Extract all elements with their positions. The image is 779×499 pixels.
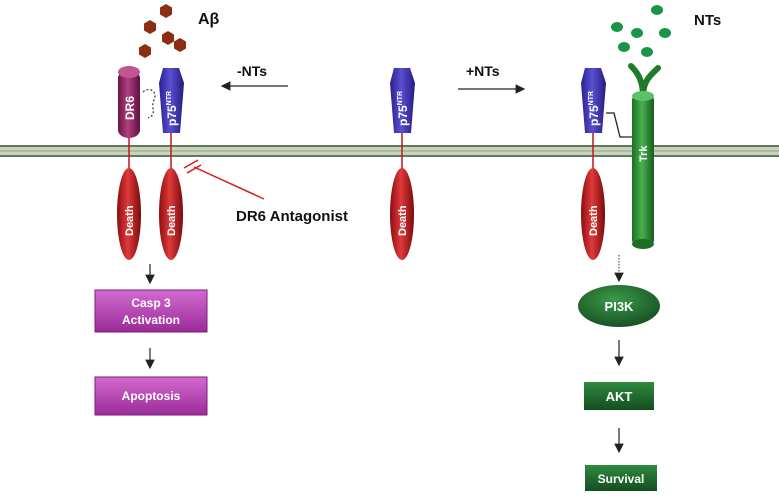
casp3-label-line1: Casp 3 [131, 296, 171, 310]
survival-label: Survival [598, 472, 645, 486]
survival-box: Survival [585, 465, 657, 491]
nt-dot [659, 28, 671, 38]
p75-receptor-right: p75NTR [581, 68, 606, 172]
minus-nts-label: -NTs [237, 63, 267, 79]
p75-receptor-left: p75NTR [159, 68, 184, 172]
death-domain-p75-left: Death [159, 168, 183, 260]
death-domain-dr6: Death [117, 168, 141, 260]
death-label: Death [588, 205, 600, 236]
svg-text:p75NTR: p75NTR [165, 91, 179, 126]
p75-receptor-middle: p75NTR [390, 68, 415, 172]
pi3k-node: PI3K [578, 285, 660, 327]
death-label: Death [166, 205, 178, 236]
abeta-hexagon [144, 20, 156, 34]
p75-sup-label: NTR [397, 91, 404, 105]
abeta-label: Aβ [198, 11, 220, 28]
p75-label: p75 [165, 105, 179, 126]
pi3k-label: PI3K [605, 299, 635, 314]
nt-dot [618, 42, 630, 52]
p75-label: p75 [587, 105, 601, 126]
nt-dot [651, 5, 663, 15]
dr6-label: DR6 [123, 96, 137, 120]
abeta-hexagon [160, 4, 172, 18]
akt-label: AKT [606, 389, 633, 404]
nt-dot [631, 28, 643, 38]
death-label: Death [397, 205, 409, 236]
apoptosis-label: Apoptosis [122, 389, 181, 403]
abeta-hexagon [162, 31, 174, 45]
death-domain-p75-right: Death [581, 168, 605, 260]
nt-ligands [611, 5, 671, 57]
p75-sup-label: NTR [588, 91, 595, 105]
dr6-antagonist-label: DR6 Antagonist [236, 208, 348, 225]
p75-trk-connector [606, 112, 632, 138]
p75-label: p75 [396, 105, 410, 126]
dr6-antagonist [183, 159, 265, 200]
trk-receptor: Trk [628, 63, 661, 249]
svg-text:p75NTR: p75NTR [587, 91, 601, 126]
nt-dot [611, 22, 623, 32]
plus-nts-label: +NTs [466, 63, 500, 79]
abeta-hexagon [139, 44, 151, 58]
trk-label: Trk [638, 145, 650, 162]
cell-membrane [0, 145, 779, 157]
abeta-ligands [139, 4, 186, 58]
death-label: Death [124, 205, 136, 236]
dr6-p75-interaction [142, 88, 156, 119]
akt-box: AKT [584, 382, 654, 410]
casp3-activation-box: Casp 3 Activation [94, 289, 208, 333]
nt-dot [641, 47, 653, 57]
p75-sup-label: NTR [166, 91, 173, 105]
apoptosis-box: Apoptosis [94, 376, 208, 416]
dr6-receptor: DR6 [118, 66, 140, 172]
nts-label: NTs [694, 12, 721, 29]
abeta-hexagon [174, 38, 186, 52]
svg-text:p75NTR: p75NTR [396, 91, 410, 126]
casp3-label-line2: Activation [122, 313, 180, 327]
death-domain-p75-middle: Death [390, 168, 414, 260]
